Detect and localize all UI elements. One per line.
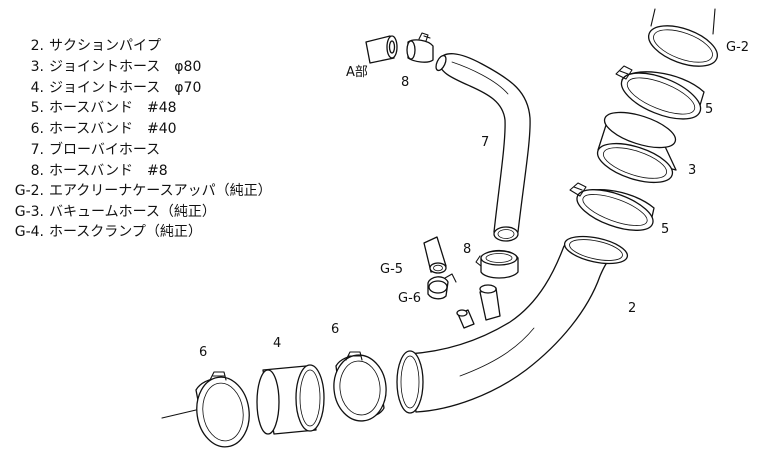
hose-band-48-top: [615, 65, 705, 120]
a-part-nipple: [365, 35, 398, 64]
legend-text: ホースバンド #40: [49, 121, 177, 137]
callout-2: 2: [628, 301, 636, 316]
legend-text: バキュームホース（純正）: [49, 204, 216, 220]
callout-5-bottom: 5: [661, 222, 669, 237]
hose-band-40-left: [161, 371, 250, 448]
air-cleaner-case-upper: [648, 8, 718, 67]
callout-7: 7: [481, 135, 489, 150]
legend-number: 5.: [30, 100, 44, 116]
joint-hose-80: [596, 111, 677, 184]
legend-number: 3.: [30, 59, 44, 75]
legend-text: ジョイントホース φ80: [49, 59, 202, 75]
suction-pipe: [396, 235, 629, 414]
hose-clamp-g6: [427, 273, 457, 300]
legend-text: ホースクランプ（純正）: [49, 224, 202, 240]
callout-6-right: 6: [331, 322, 339, 337]
blow-by-hose: [435, 53, 531, 242]
legend-number: G-3.: [14, 204, 44, 220]
legend-number: 4.: [30, 80, 44, 96]
hose-band-8-mid: [475, 249, 519, 279]
legend-number: 2.: [30, 38, 44, 54]
hose-band-8-top: [406, 32, 434, 63]
legend-number: 7.: [30, 142, 44, 158]
legend-text: ジョイントホース φ70: [49, 80, 202, 96]
hose-band-40-right: [333, 351, 387, 422]
callout-4: 4: [273, 336, 281, 351]
legend-text: ホースバンド #8: [49, 163, 168, 179]
callout-8-top: 8: [401, 75, 409, 90]
vacuum-hose-end: [423, 236, 447, 274]
callout-a-part: A部: [346, 65, 368, 80]
hose-band-48-bottom: [569, 182, 655, 231]
legend-number: 6.: [30, 121, 44, 137]
callout-6-left: 6: [199, 345, 207, 360]
legend-number: G-2.: [14, 183, 44, 199]
legend-number: 8.: [30, 163, 44, 179]
callout-3: 3: [688, 163, 696, 178]
legend-text: エアクリーナケースアッパ（純正）: [49, 183, 272, 199]
legend-text: ブローバイホース: [49, 142, 161, 158]
callout-8-mid: 8: [463, 242, 471, 257]
callout-g5: G-5: [380, 262, 403, 277]
legend-text: サクションパイプ: [49, 38, 161, 54]
legend-number: G-4.: [14, 224, 44, 240]
callout-5-top: 5: [705, 102, 713, 117]
legend-text: ホースバンド #48: [49, 100, 177, 116]
joint-hose-70: [256, 364, 325, 435]
callout-g6: G-6: [398, 291, 421, 306]
parts-legend: 2. サクションパイプ 3. ジョイントホース φ80 4. ジョイントホース φ70…: [0, 0, 320, 240]
callout-g2: G-2: [726, 40, 749, 55]
